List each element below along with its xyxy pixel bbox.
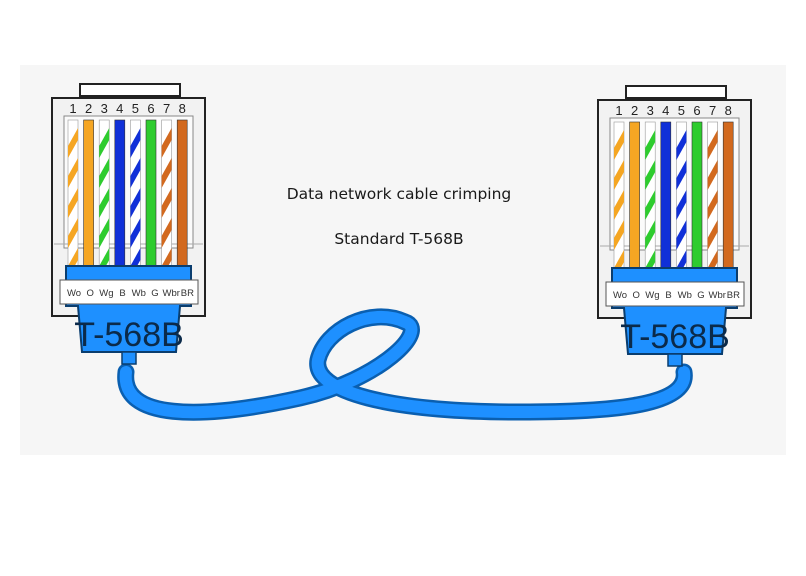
pin-number: 6 [693,103,700,118]
wire-color-label: Wbr [162,288,179,299]
wire-pin-2 [629,121,640,271]
pin-number: 1 [615,103,622,118]
wire-color-label: G [697,290,704,301]
wire-pin-4 [660,121,672,271]
wire-color-label: Wb [132,288,146,299]
pin-number: 5 [678,103,685,118]
pin-number: 2 [631,103,638,118]
wire-pin-7 [707,121,718,280]
pin-number: 1 [69,101,76,116]
latch-tab [625,85,727,99]
wire-color-label: Wg [645,290,659,301]
pin-number: 7 [163,101,170,116]
wire-color-label: Wb [678,290,692,301]
wire-label-band [605,281,745,307]
wire-pin-1 [613,121,625,280]
diagram-caption-standard: Standard T-568B [334,230,463,248]
wire-pin-2 [83,119,94,269]
diagram-caption-title: Data network cable crimping [287,185,512,203]
wire-color-label: Wbr [708,290,725,301]
pin-number: 3 [101,101,108,116]
boot-standard-label: T-568B [74,316,184,354]
pin-number: 4 [116,101,123,116]
wire-color-label: BR [727,290,740,301]
wire-pin-3 [98,119,110,278]
wire-color-label: B [665,290,671,301]
wire-label-band [59,279,199,305]
pin-number: 7 [709,103,716,118]
wire-pin-6 [145,119,157,269]
wire-pin-5 [676,121,687,280]
pin-number: 8 [725,103,732,118]
wire-pin-3 [644,121,656,280]
strain-relief [667,353,683,367]
latch-tab [79,83,181,97]
wire-color-label: Wo [67,288,81,299]
wire-pin-5 [130,119,141,278]
wire-color-label: Wo [613,290,627,301]
pin-number: 4 [662,103,669,118]
pin-number: 8 [179,101,186,116]
wire-color-label: B [119,288,125,299]
wire-pin-4 [114,119,126,269]
pin-number: 3 [647,103,654,118]
wire-color-label: G [151,288,158,299]
wire-color-label: Wg [99,288,113,299]
strain-relief [121,351,137,365]
wire-color-label: O [87,288,94,299]
wire-pin-7 [161,119,172,278]
wire-pin-8 [176,119,188,269]
pin-number: 2 [85,101,92,116]
pin-number: 6 [147,101,154,116]
wire-pin-8 [722,121,734,271]
wire-color-label: O [633,290,640,301]
boot-standard-label: T-568B [620,318,730,356]
wire-color-label: BR [181,288,194,299]
network-cable [117,308,693,421]
pin-number: 5 [132,101,139,116]
wire-pin-1 [67,119,79,278]
wire-pin-6 [691,121,703,271]
